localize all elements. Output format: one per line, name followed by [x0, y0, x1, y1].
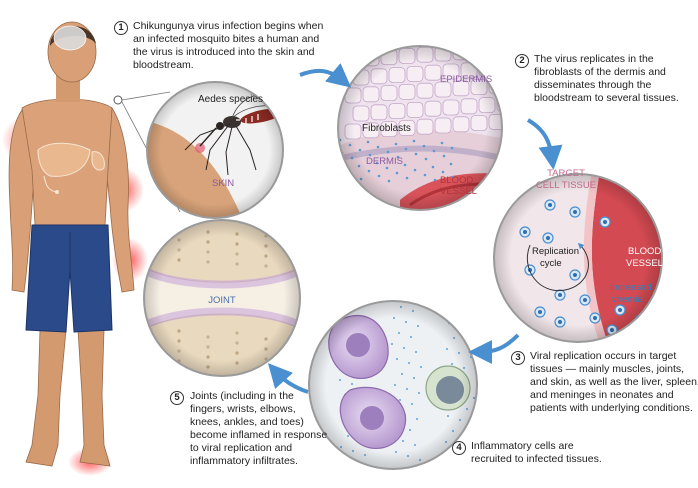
- step-5-text: Joints (including in the fingers, wrists…: [190, 390, 327, 468]
- step-4-text: Inflammatory cells are recruited to infe…: [471, 440, 602, 466]
- step-5-line-5: to viral replication and: [190, 442, 327, 455]
- step-3-line-4: and meninges in neonates and: [530, 389, 698, 402]
- vessel-label-1: BLOOD: [628, 246, 661, 257]
- aedes-label: Aedes species: [198, 94, 263, 105]
- step-3-line-1: Viral replication occurs in target: [530, 350, 698, 363]
- step-2-line-4: bloodstream to several tissues.: [534, 92, 679, 105]
- joint-label: JOINT: [208, 295, 236, 306]
- increased-label-2: viremia: [612, 294, 643, 305]
- skin-layers-circle: EPIDERMIS Fibroblasts DERMIS BLOOD VESSE…: [330, 42, 513, 220]
- step-5-line-3: knees, ankles, and toes): [190, 416, 327, 429]
- vessel-label-2: VESSEL: [626, 258, 663, 269]
- step-3-line-3: and skin, as well as the liver, spleen,: [530, 376, 698, 389]
- joint-circle: JOINT: [140, 220, 305, 376]
- step-5-line-1: Joints (including in the: [190, 390, 327, 403]
- step-2-line-3: disseminates through the: [534, 79, 679, 92]
- increased-label-1: Increased: [610, 282, 652, 293]
- replication-label-1: Replication: [532, 246, 579, 257]
- step-4-badge: 4: [452, 441, 466, 455]
- replication-label-2: cycle: [540, 258, 562, 269]
- step-3-badge: 3: [511, 351, 525, 365]
- mosquito-bite-circle: Aedes species SKIN: [140, 82, 285, 230]
- arrow-4-to-5: [276, 372, 308, 392]
- blood-vessel-label-2: VESSEL: [440, 186, 477, 197]
- bite-site-marker: [114, 96, 122, 104]
- step-1-line-2: an infected mosquito bites a human and: [133, 33, 323, 46]
- step-1-line-3: the virus is introduced into the skin an…: [133, 46, 323, 59]
- step-3-line-5: patients with underlying conditions.: [530, 402, 698, 415]
- arrow-2-to-3: [528, 120, 552, 158]
- step-1-line-1: Chikungunya virus infection begins when: [133, 20, 323, 33]
- target-label-2: CELL TISSUE: [536, 180, 596, 191]
- dermis-label: DERMIS: [366, 156, 403, 167]
- target-label-1: TARGET: [547, 168, 585, 179]
- step-2-text: The virus replicates in the fibroblasts …: [534, 53, 679, 105]
- skin-label: SKIN: [212, 178, 234, 189]
- step-5-badge: 5: [170, 391, 184, 405]
- epidermis-label: EPIDERMIS: [440, 74, 492, 85]
- step-4-line-2: recruited to infected tissues.: [471, 453, 602, 466]
- step-2-line-1: The virus replicates in the: [534, 53, 679, 66]
- step-1-badge: 1: [114, 21, 128, 35]
- step-4-line-1: Inflammatory cells are: [471, 440, 602, 453]
- blood-vessel-label-1: BLOOD: [440, 175, 473, 186]
- shorts: [26, 225, 112, 332]
- step-5-line-4: become inflamed in response: [190, 429, 327, 442]
- step-5-line-2: fingers, wrists, elbows,: [190, 403, 327, 416]
- step-2-badge: 2: [515, 54, 529, 68]
- step-5-line-6: inflammatory infiltrates.: [190, 455, 327, 468]
- step-1-line-4: bloodstream.: [133, 59, 323, 72]
- target-tissue-circle: TARGET CELL TISSUE Replication cycle BLO…: [494, 168, 680, 350]
- brain-outline: [54, 26, 86, 50]
- step-2-line-2: fibroblasts of the dermis and: [534, 66, 679, 79]
- arrow-1-to-2: [300, 71, 342, 80]
- step-3-text: Viral replication occurs in target tissu…: [530, 350, 698, 415]
- step-1-text: Chikungunya virus infection begins when …: [133, 20, 323, 72]
- human-figure: [2, 22, 148, 476]
- step-3-line-2: tissues — mainly muscles, joints,: [530, 363, 698, 376]
- fibroblasts-label: Fibroblasts: [362, 123, 411, 134]
- arrow-3-to-4: [480, 335, 518, 352]
